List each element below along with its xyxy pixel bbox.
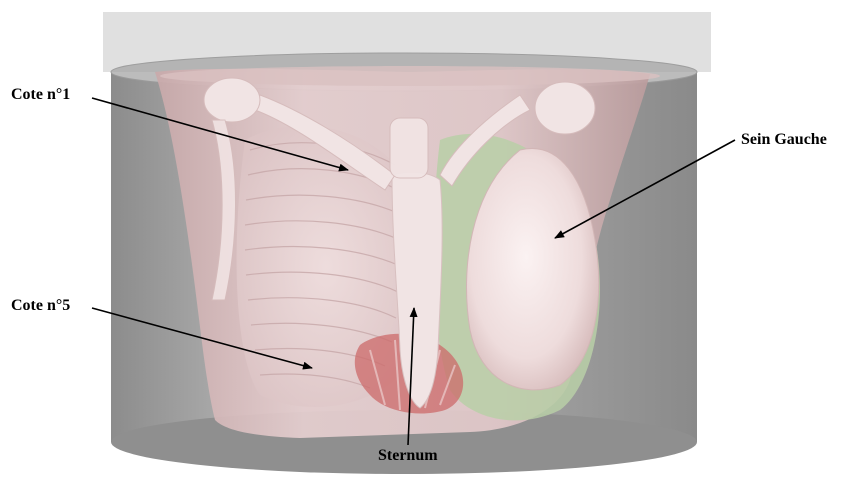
label-left-breast: Sein Gauche	[741, 131, 827, 149]
label-rib5: Cote n°5	[11, 297, 70, 315]
label-rib1: Cote n°1	[11, 86, 70, 104]
label-sternum: Sternum	[378, 447, 438, 465]
